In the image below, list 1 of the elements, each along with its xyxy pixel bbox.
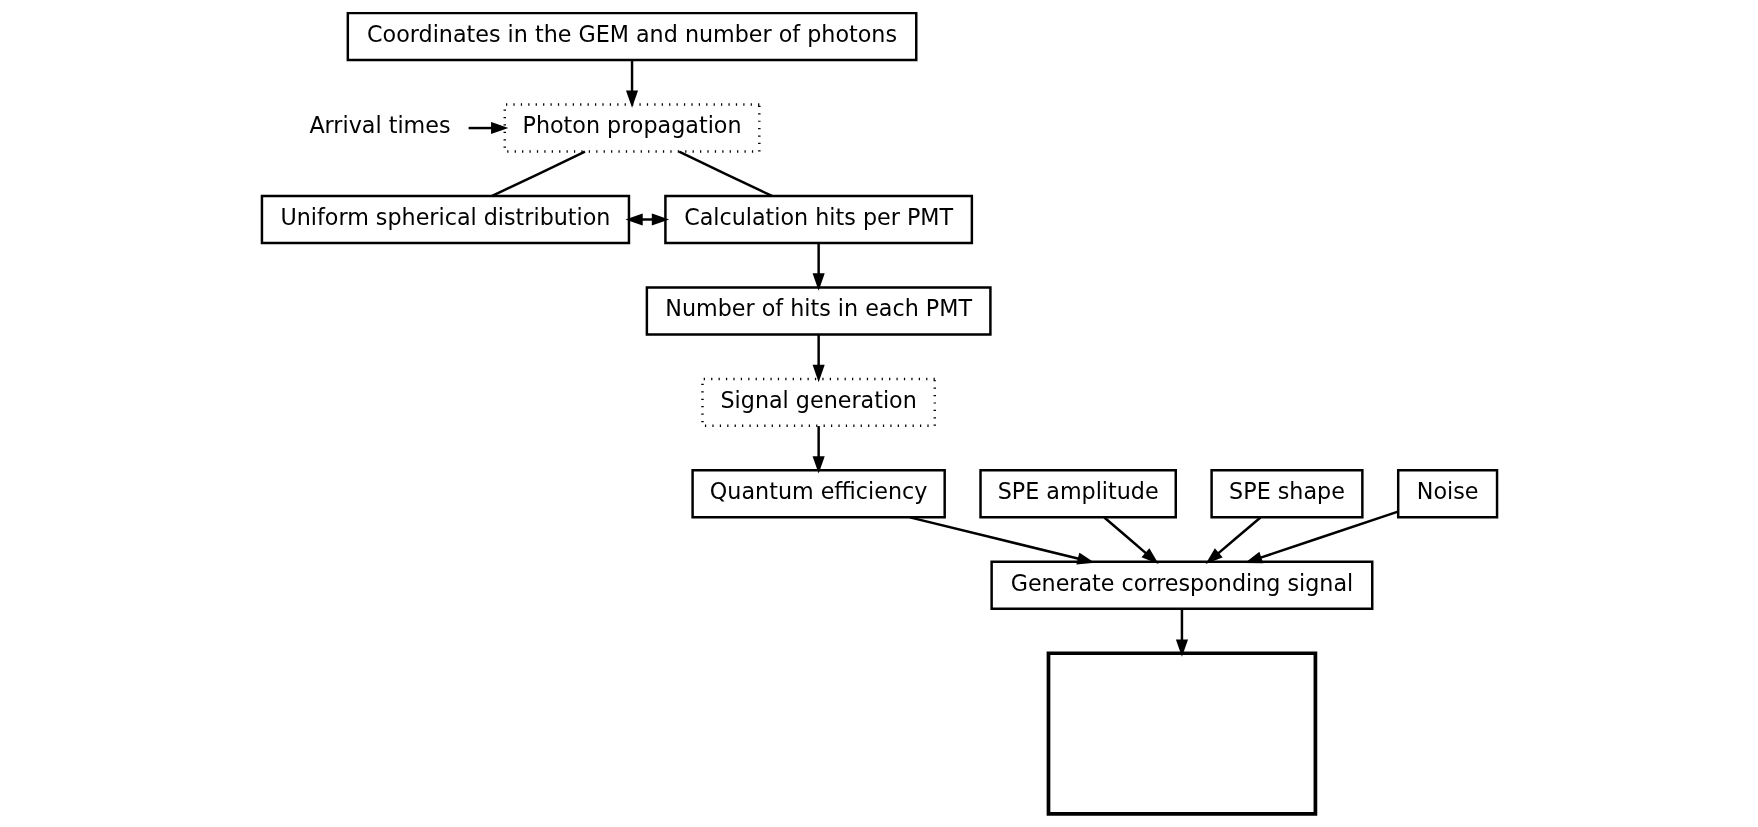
node-text: Arrival times	[308, 112, 451, 139]
